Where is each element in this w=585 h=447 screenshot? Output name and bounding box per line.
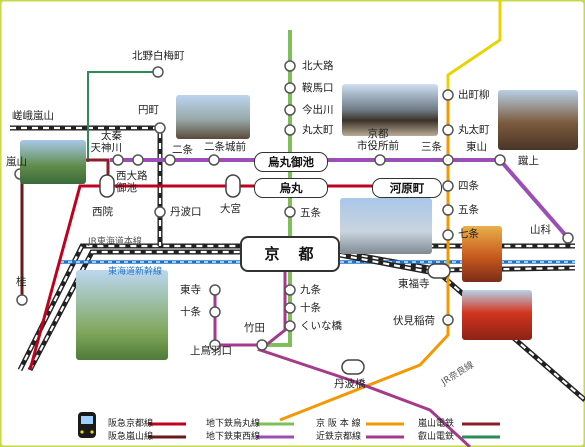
station-shijo[interactable]: 四条 [458, 180, 479, 192]
station-toji[interactable]: 東寺 [180, 284, 201, 296]
station-karasuma[interactable]: 烏丸 [254, 178, 328, 198]
legend-hankyu-arashiyama: 阪急嵐山線 [108, 432, 154, 442]
legend-kintetsu: 近鉄京都線 [316, 432, 362, 442]
station-pills [99, 174, 451, 375]
station-keage[interactable]: 蹴上 [518, 155, 539, 167]
station-arashiyama[interactable]: 嵐山 [6, 156, 27, 168]
station-kuramaguchi[interactable]: 鞍馬口 [302, 82, 334, 94]
station-yamashina[interactable]: 山科 [530, 224, 551, 236]
legend-eizan: 叡山電鉄 [418, 432, 455, 442]
station-emmachi[interactable]: 円町 [138, 104, 159, 116]
station-dots [14, 60, 574, 351]
station-kujo[interactable]: 九条 [300, 284, 321, 296]
station-katsura[interactable]: 桂 [16, 276, 27, 288]
station-jujo-karasuma[interactable]: 十条 [300, 302, 321, 314]
legend-hankyu-kyoto: 阪急京都線 [108, 419, 154, 429]
station-imadegawa[interactable]: 今出川 [302, 104, 334, 116]
label-shinkansen: 東海道新幹線 [108, 267, 163, 277]
station-sanjo[interactable]: 三条 [421, 141, 442, 153]
train-icon [78, 412, 96, 438]
station-karasuma-oike[interactable]: 烏丸御池 [254, 152, 328, 172]
station-shiyakushomae[interactable]: 京都 市役所前 [357, 128, 399, 152]
photo-toji [76, 270, 168, 360]
station-uzumasa-tenjingawa[interactable]: 太秦 天神川 [90, 130, 123, 154]
photo-higashiyama [498, 90, 578, 150]
station-takeda[interactable]: 竹田 [244, 322, 265, 334]
photo-nijo-castle [176, 95, 250, 139]
station-demachiyanagi[interactable]: 出町柳 [458, 89, 490, 101]
station-kawaramachi[interactable]: 河原町 [372, 178, 442, 198]
station-nijojomae[interactable]: 二条城前 [204, 141, 246, 153]
station-fushimi-inari[interactable]: 伏見稲荷 [393, 315, 435, 327]
randen-kitano-line [87, 71, 158, 162]
eizan-line [446, 0, 502, 95]
station-nijo[interactable]: 二条 [172, 144, 193, 156]
station-marutamachi-karasuma[interactable]: 丸太町 [302, 124, 334, 136]
station-jujo-kintetsu[interactable]: 十条 [180, 306, 201, 318]
legend-randen: 嵐山電鉄 [418, 419, 455, 429]
station-kyoto[interactable]: 京 都 [240, 236, 340, 272]
label-jr-tokaido: JR東海道本線 [88, 237, 142, 247]
station-tambabashi[interactable]: 丹波橋 [334, 378, 366, 390]
station-kitaoji[interactable]: 北大路 [302, 60, 334, 72]
station-gojo-keihan[interactable]: 五条 [458, 204, 479, 216]
station-omiya[interactable]: 大宮 [220, 203, 241, 215]
station-kamitobahaguchi[interactable]: 上鳥羽口 [190, 345, 232, 357]
legend-keihan: 京 阪 本 線 [316, 419, 361, 429]
station-higashiyama[interactable]: 東山 [466, 141, 487, 153]
photo-fushimi-inari [462, 290, 532, 340]
station-gojo-karasuma[interactable]: 五条 [300, 207, 321, 219]
station-marutamachi-keihan[interactable]: 丸太町 [458, 124, 490, 136]
station-tambaguchi[interactable]: 丹波口 [170, 206, 202, 218]
station-shichijo[interactable]: 七条 [458, 228, 479, 240]
photo-arashiyama [20, 140, 86, 184]
karasuma-south-line [213, 290, 262, 347]
station-nishioji-oike[interactable]: 西大路 御池 [116, 170, 148, 194]
station-sai[interactable]: 西院 [92, 206, 113, 218]
photo-tofukuji [462, 226, 502, 282]
station-kitano-hakubaicho[interactable]: 北野白梅町 [132, 50, 185, 62]
photo-kyoto-tower [340, 198, 432, 254]
legend-tozai: 地下鉄東西線 [206, 432, 261, 442]
station-kuinabashi[interactable]: くいな橋 [300, 320, 342, 332]
station-saga-arashiyama[interactable]: 嵯峨嵐山 [12, 110, 54, 122]
station-tofukuji[interactable]: 東福寺 [398, 278, 430, 290]
legend-karasuma: 地下鉄烏丸線 [206, 419, 261, 429]
kintetsu-line [256, 262, 472, 447]
photo-imperial-palace [342, 84, 438, 136]
legend-lines [148, 422, 500, 439]
